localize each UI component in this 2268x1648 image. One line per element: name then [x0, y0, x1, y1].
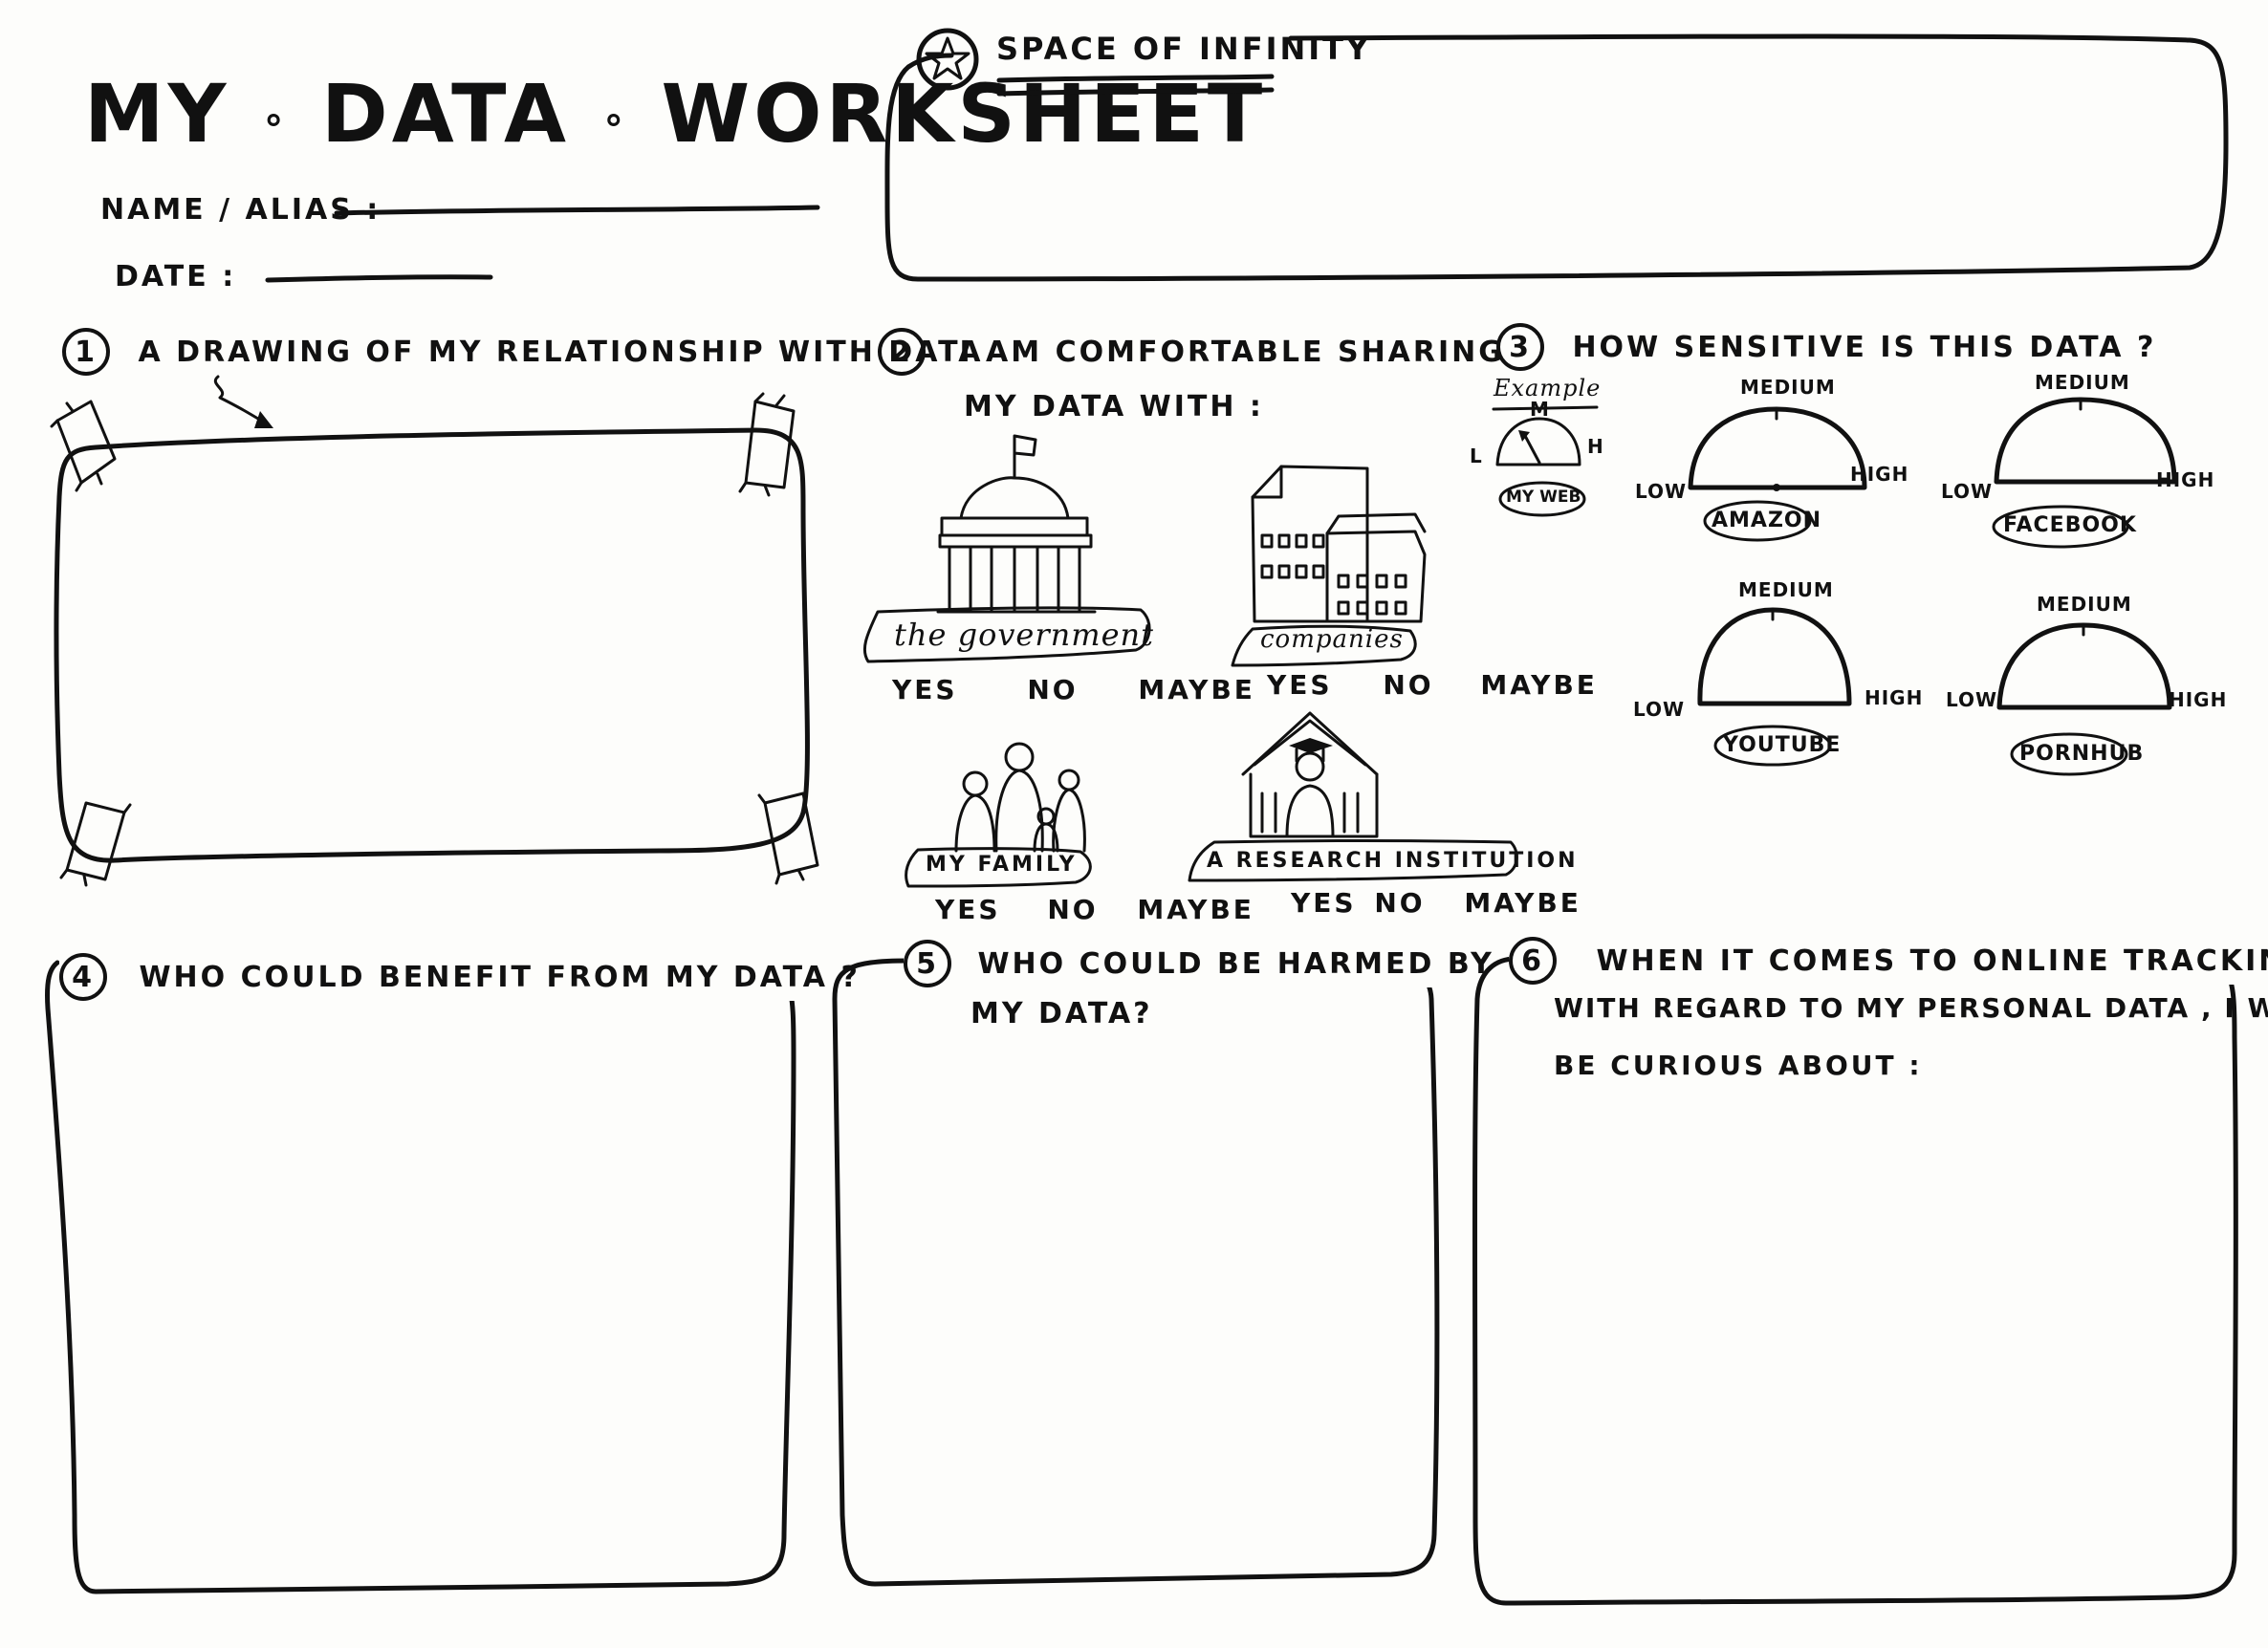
q6-number: 6 — [1509, 937, 1557, 985]
q5-text-line1: WHO COULD BE HARMED BY — [977, 946, 1494, 981]
q1-text: A DRAWING OF MY RELATIONSHIP WITH DATA — [138, 335, 984, 369]
amazon-name-oval — [1703, 500, 1812, 542]
q5-heading: 5 WHO COULD BE HARMED BY — [904, 940, 1500, 987]
family-choices: YES NO MAYBE — [935, 894, 1254, 925]
q3-text: HOW SENSITIVE IS THIS DATA ? — [1572, 330, 2157, 364]
family-label: MY FAMILY — [926, 853, 1078, 877]
q3-heading: 3 HOW SENSITIVE IS THIS DATA ? — [1496, 323, 2156, 371]
research-maybe-option[interactable]: MAYBE — [1464, 887, 1581, 919]
youtube-high-label: HIGH — [1865, 686, 1924, 709]
companies-buildings-icon — [1251, 465, 1427, 623]
q6-text-line2: WITH REGARD TO MY PERSONAL DATA , I WOUL… — [1554, 992, 2268, 1024]
title-dot-icon: ∘ — [601, 98, 630, 142]
research-yes-option[interactable]: YES — [1291, 887, 1357, 919]
q6-box[interactable] — [1458, 942, 2252, 1630]
infinity-title-underline — [996, 74, 1275, 97]
government-yes-option[interactable]: YES — [892, 674, 958, 705]
youtube-low-label: LOW — [1633, 698, 1686, 721]
drawing-frame[interactable] — [38, 392, 832, 889]
pornhub-name: PORNHUB — [2019, 742, 2145, 766]
q2-text-line1: I AM COMFORTABLE SHARING — [959, 335, 1505, 369]
facebook-low-label: LOW — [1941, 480, 1994, 503]
companies-label-banner — [1231, 624, 1417, 667]
infinity-box[interactable] — [880, 29, 2237, 287]
family-yes-option[interactable]: YES — [935, 894, 1001, 925]
date-field[interactable] — [265, 272, 495, 292]
amazon-high-label: HIGH — [1850, 463, 1909, 486]
example-mid-label: M — [1530, 398, 1550, 421]
family-no-option[interactable]: NO — [1047, 894, 1099, 925]
amazon-name: AMAZON — [1712, 509, 1822, 532]
amazon-low-label: LOW — [1635, 480, 1688, 503]
name-alias-field[interactable] — [334, 205, 822, 225]
facebook-name: FACEBOOK — [2003, 513, 2137, 537]
q4-box[interactable] — [38, 942, 803, 1611]
pornhub-high-label: HIGH — [2169, 688, 2228, 711]
title-dot-icon: ∘ — [261, 98, 290, 142]
q6-text-line1: WHEN IT COMES TO ONLINE TRACKING — [1596, 943, 2268, 978]
research-label-banner — [1188, 839, 1518, 882]
title-part-data: DATA — [320, 67, 570, 161]
example-title-underline — [1492, 405, 1599, 411]
government-maybe-option[interactable]: MAYBE — [1138, 674, 1255, 705]
name-alias-label: NAME / ALIAS : — [100, 193, 382, 227]
q5-text-line2: MY DATA? — [970, 997, 1153, 1030]
facebook-gauge[interactable] — [1989, 394, 2180, 489]
q2-text-line2: MY DATA WITH : — [964, 390, 1264, 423]
example-gauge — [1495, 417, 1581, 466]
government-label-banner — [862, 606, 1151, 663]
pornhub-gauge[interactable] — [1994, 619, 2185, 715]
infinity-title: SPACE OF INFINITY — [996, 31, 1372, 67]
family-label-banner — [905, 847, 1092, 888]
q4-text: WHO COULD BENEFIT FROM MY DATA ? — [139, 960, 861, 994]
research-label: A RESEARCH INSTITUTION — [1207, 849, 1579, 873]
title-part-my: MY — [84, 67, 230, 161]
q5-box[interactable] — [818, 942, 1449, 1611]
example-low-label: L — [1470, 445, 1483, 467]
pointer-arrow-icon — [214, 375, 273, 428]
q6-heading: 6 WHEN IT COMES TO ONLINE TRACKING — [1509, 937, 2268, 985]
family-people-icon — [954, 742, 1086, 853]
example-name: MY WEB — [1506, 488, 1581, 507]
amazon-medium-label: MEDIUM — [1740, 376, 1836, 399]
pornhub-name-oval — [2010, 732, 2128, 776]
facebook-name-oval — [1992, 505, 2129, 549]
q4-number: 4 — [59, 953, 107, 1001]
youtube-name: YOUTUBE — [1723, 733, 1842, 757]
research-choices: YES NO MAYBE — [1291, 887, 1581, 919]
family-maybe-option[interactable]: MAYBE — [1137, 894, 1254, 925]
research-institution-icon — [1241, 711, 1379, 838]
government-no-option[interactable]: NO — [1027, 674, 1079, 705]
facebook-medium-label: MEDIUM — [2035, 371, 2130, 394]
q3-number: 3 — [1496, 323, 1544, 371]
star-icon — [916, 28, 979, 91]
research-no-option[interactable]: NO — [1374, 887, 1426, 919]
companies-choices: YES NO MAYBE — [1267, 669, 1598, 701]
companies-maybe-option[interactable]: MAYBE — [1480, 669, 1598, 701]
example-high-label: H — [1587, 435, 1604, 458]
government-choices: YES NO MAYBE — [892, 674, 1255, 705]
q1-heading: 1 A DRAWING OF MY RELATIONSHIP WITH DATA — [62, 328, 983, 376]
companies-label: companies — [1260, 625, 1404, 654]
youtube-medium-label: MEDIUM — [1738, 578, 1834, 601]
companies-no-option[interactable]: NO — [1383, 669, 1434, 701]
q4-heading: 4 WHO COULD BENEFIT FROM MY DATA ? — [59, 953, 866, 1001]
q5-number: 5 — [904, 940, 951, 987]
q6-text-line3: BE CURIOUS ABOUT : — [1554, 1050, 1923, 1081]
youtube-gauge[interactable] — [1692, 604, 1865, 709]
example-name-oval — [1498, 481, 1586, 517]
companies-yes-option[interactable]: YES — [1267, 669, 1333, 701]
q2-heading: 2 I AM COMFORTABLE SHARING — [878, 328, 1505, 376]
government-label: the government — [894, 617, 1154, 653]
pornhub-low-label: LOW — [1946, 688, 1998, 711]
pornhub-medium-label: MEDIUM — [2037, 593, 2132, 616]
amazon-gauge[interactable] — [1683, 403, 1874, 499]
youtube-name-oval — [1713, 725, 1832, 767]
example-title: Example — [1494, 375, 1602, 401]
q1-number: 1 — [62, 328, 110, 376]
date-label: DATE : — [115, 260, 237, 293]
facebook-high-label: HIGH — [2156, 468, 2215, 491]
q2-number: 2 — [878, 328, 926, 376]
government-building-icon — [936, 434, 1097, 614]
